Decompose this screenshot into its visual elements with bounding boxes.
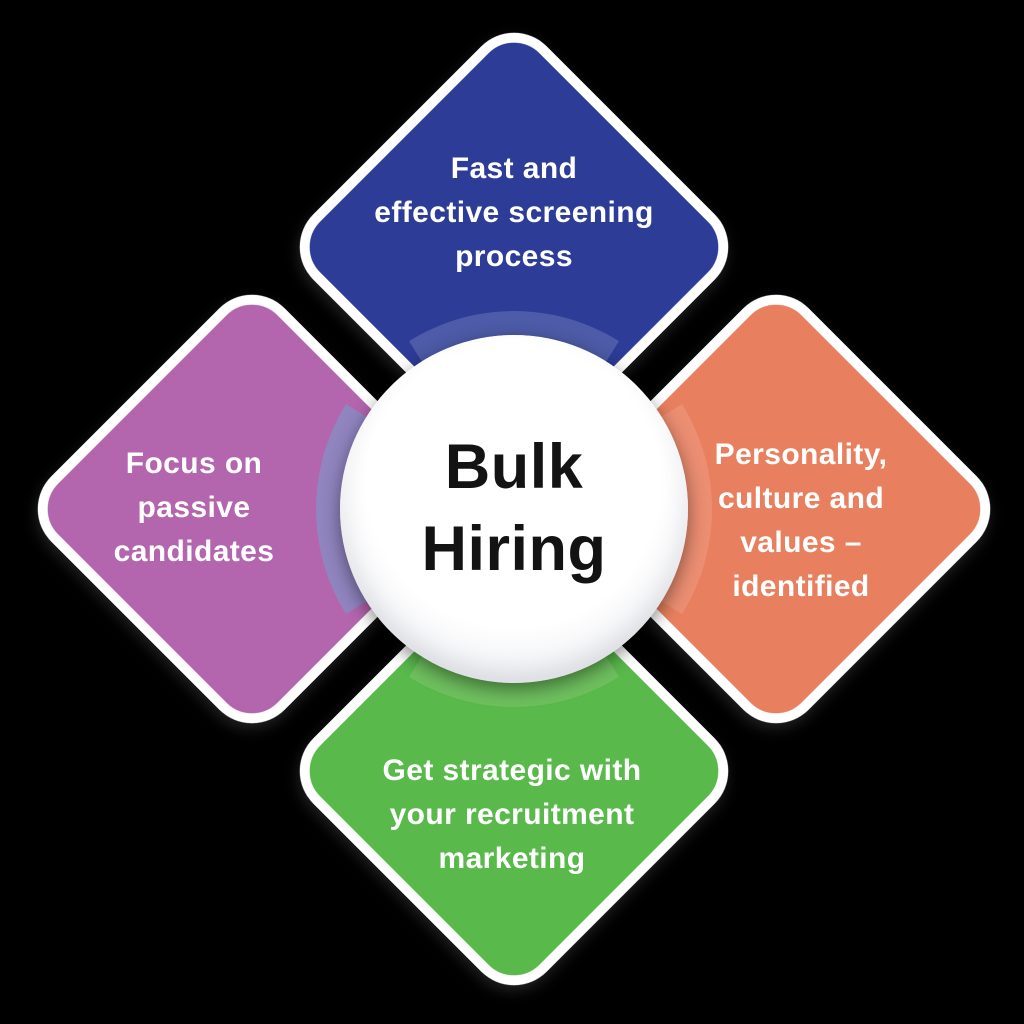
- center-circle: Bulk Hiring: [340, 335, 688, 683]
- node-label-right: Personality, culture and values – identi…: [714, 437, 888, 604]
- node-label-left: Focus on passive candidates: [113, 446, 275, 569]
- node-label-bottom: Get strategic with your recruitment mark…: [382, 753, 642, 876]
- diagram-title: Bulk Hiring: [421, 432, 607, 584]
- node-label-top: Fast and effective screening process: [374, 151, 654, 274]
